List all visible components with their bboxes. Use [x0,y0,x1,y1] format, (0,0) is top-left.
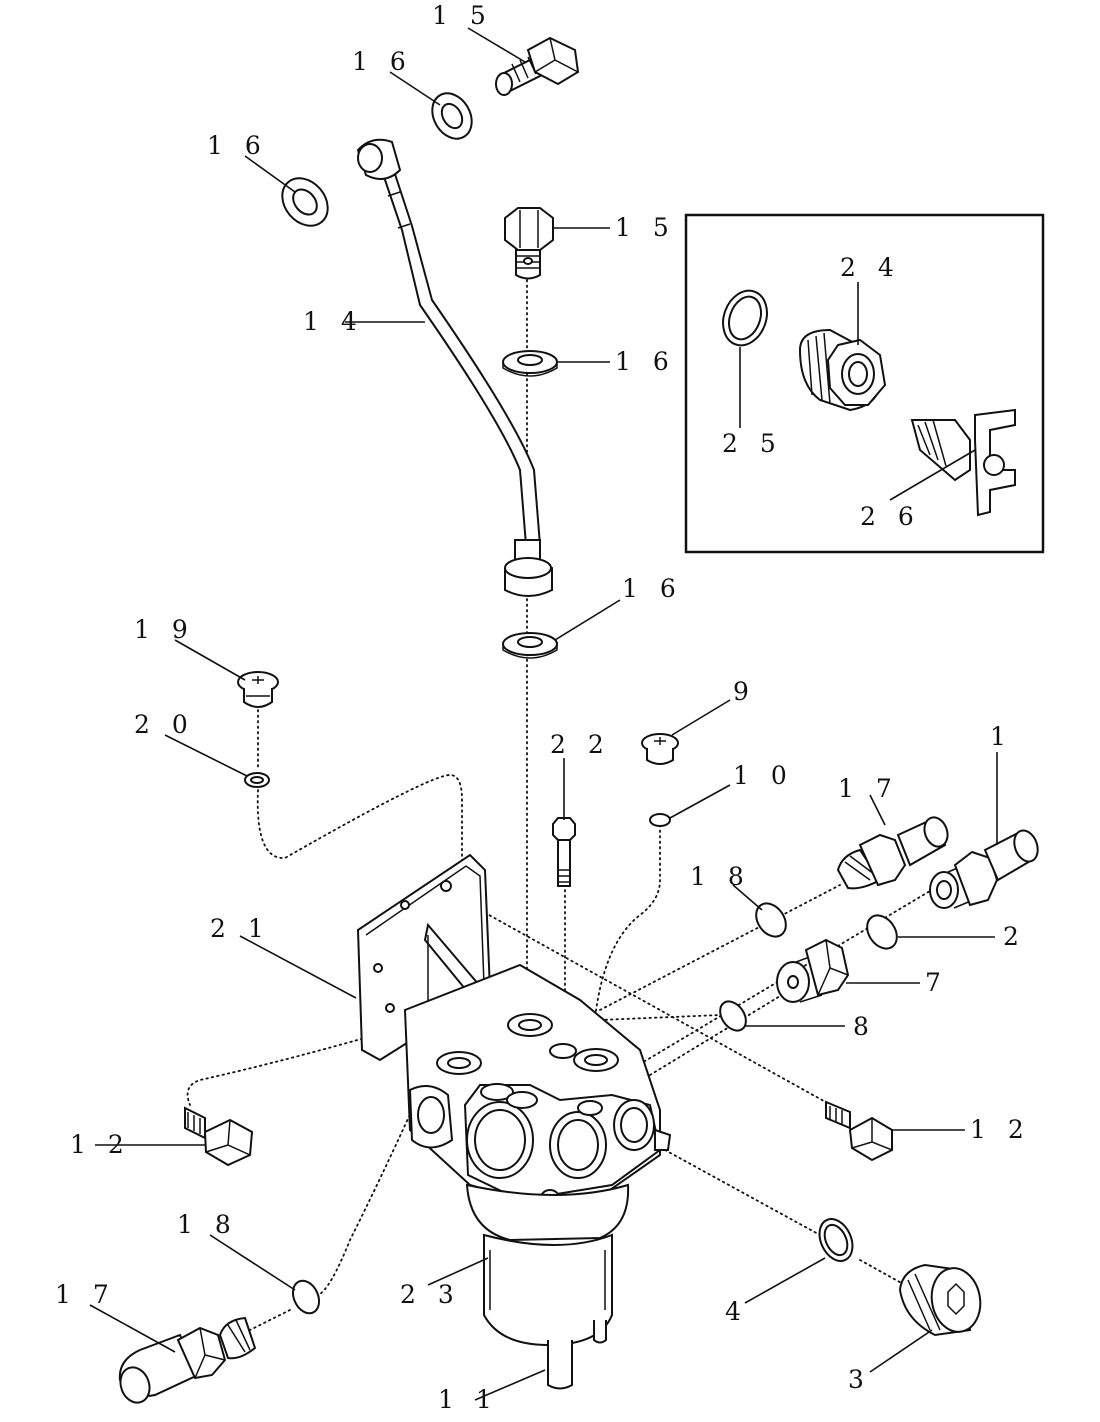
callout-20: 2 0 [134,710,195,739]
callout-23: 2 3 [400,1280,461,1309]
callout-9: 9 [733,677,756,706]
callout-11: 1 1 [438,1385,499,1414]
callout-18-left: 1 8 [177,1210,238,1239]
o-ring-18-right [755,902,787,938]
callout-12-left: 1 2 [70,1130,131,1159]
callout-10: 1 0 [733,761,794,790]
callout-14: 1 4 [303,307,364,336]
callout-15-top: 1 5 [432,1,493,30]
callout-4: 4 [725,1297,748,1326]
filter-head [403,963,672,1211]
inset-detail-box [684,213,1045,554]
callout-3: 3 [848,1365,871,1394]
plug-9 [641,733,679,765]
sealing-washer-16-middle [502,350,558,377]
banjo-bolt-15-top [495,36,580,96]
adapter-7 [776,938,850,1003]
callout-17-left: 1 7 [55,1280,116,1309]
callout-24: 2 4 [840,253,901,282]
plug-3 [898,1263,982,1337]
callout-22: 2 2 [550,730,611,759]
o-ring-4 [818,1218,854,1262]
callout-labels: 1 5 1 6 1 6 1 5 1 4 1 6 1 6 2 4 2 5 2 6 … [55,1,1031,1414]
callout-15-vertical: 1 5 [615,213,676,242]
o-ring-8 [719,1000,747,1032]
sealing-washer-16-left [281,177,329,227]
callout-7: 7 [925,968,948,997]
hose-connector-17-left [118,1316,257,1404]
callout-25: 2 5 [722,429,783,458]
washer-10 [649,813,671,827]
callout-1: 1 [990,722,1013,751]
callout-26: 2 6 [860,502,921,531]
callout-18-right: 1 8 [690,862,751,891]
plug-19 [237,671,279,708]
callout-12-right: 1 2 [970,1115,1031,1144]
sealing-washer-16-top [431,92,473,140]
banjo-bolt-15-vertical [504,207,554,280]
bolt-22 [552,817,576,887]
sealing-washer-16-lower [502,632,558,659]
callout-21: 2 1 [210,914,271,943]
fuel-pipe-14 [356,138,553,597]
filter-bowl-23 [465,1183,630,1390]
o-ring-18-left [291,1279,321,1315]
o-ring-2 [866,914,898,950]
washer-20 [244,772,270,788]
assembly-dotted-lines [186,279,941,1331]
callout-19: 1 9 [134,615,195,644]
callout-16-left: 1 6 [207,131,268,160]
callout-16-middle: 1 6 [615,347,676,376]
flange-bolt-12-left [184,1106,254,1167]
callout-16-lower: 1 6 [622,574,683,603]
hose-connector-17-right [836,816,949,890]
flange-bolt-12-right [825,1100,893,1162]
callout-16-top: 1 6 [352,47,413,76]
callout-2: 2 [1003,922,1026,951]
callout-8: 8 [853,1012,876,1041]
callout-17-right: 1 7 [838,774,899,803]
leader-lines [89,27,998,1401]
